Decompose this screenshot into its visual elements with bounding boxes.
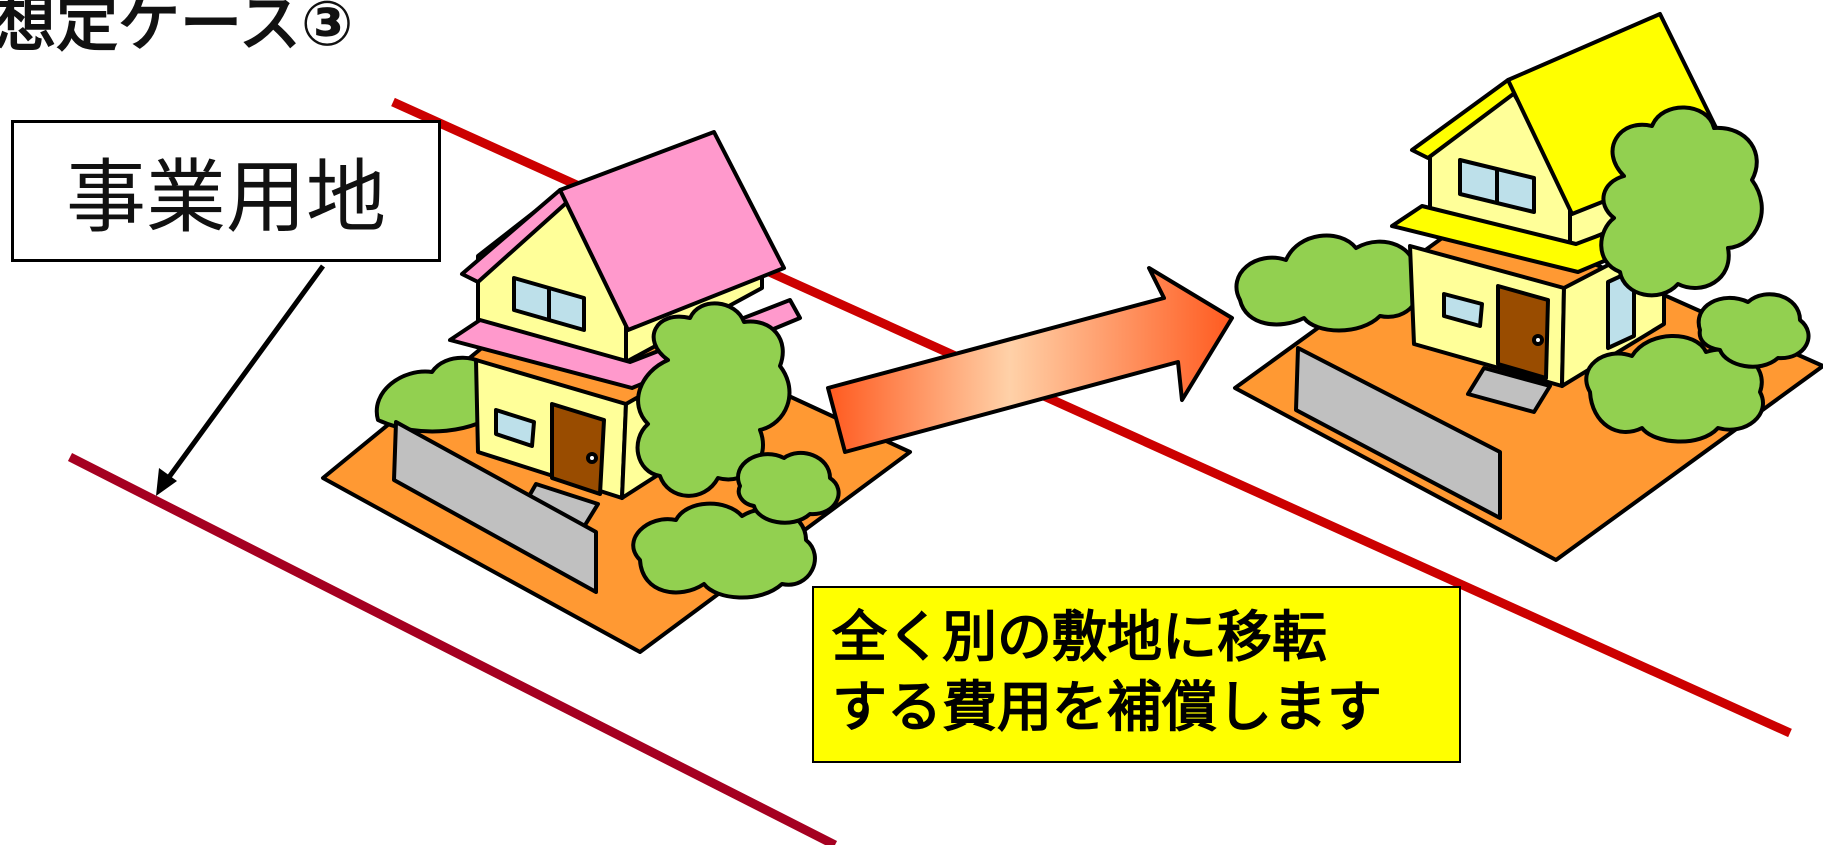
- pointer-arrow-icon: [156, 264, 326, 496]
- project-land-label: 事業用地: [11, 120, 441, 262]
- project-land-boundary-near: [67, 452, 838, 845]
- callout-line-1: 全く別の敷地に移転: [832, 605, 1328, 669]
- relocation-arrow-icon: [826, 266, 1234, 454]
- callout-line-2: する費用を補償します: [832, 675, 1383, 739]
- house-after-icon: [1233, 12, 1823, 562]
- compensation-callout: 全く別の敷地に移転 する費用を補償します: [812, 586, 1461, 763]
- slide-title: 想定ケース③: [0, 0, 354, 60]
- house-before-icon: [321, 130, 912, 654]
